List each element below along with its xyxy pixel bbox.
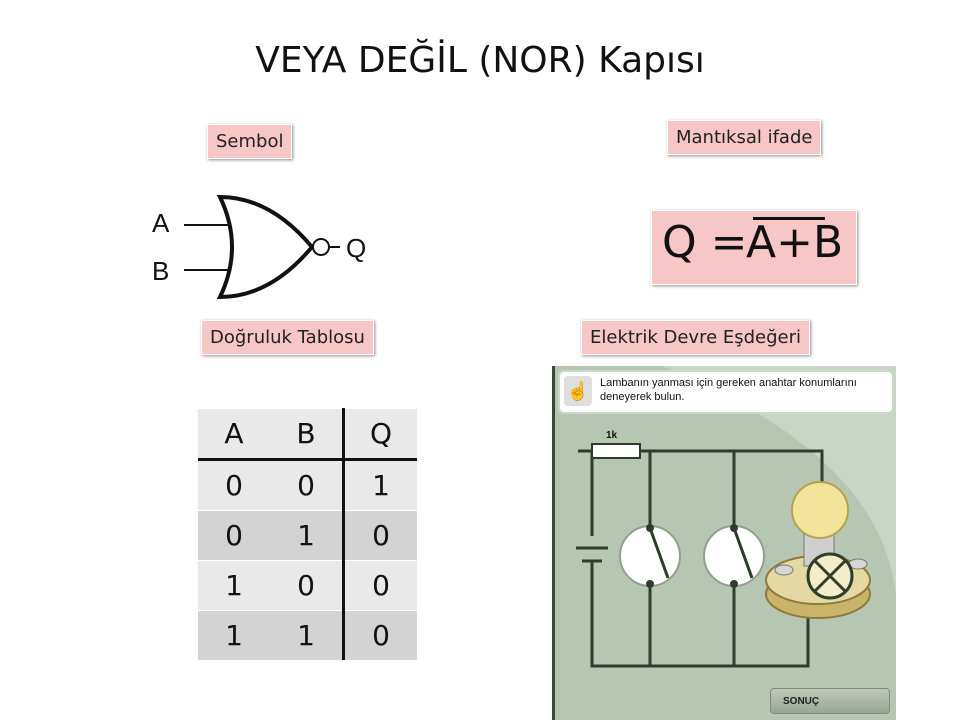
header-q: Q [342,408,417,461]
page-title: VEYA DEĞİL (NOR) Kapısı [255,40,705,81]
cell-b: 1 [270,510,344,561]
instruction-box: ☝ Lambanın yanması için gereken anahtar … [558,370,894,414]
switch-2-contact-bottom [730,580,738,588]
switch-1[interactable] [619,525,681,587]
resistor-label: 1k [606,430,618,441]
switch-1-lever [648,527,670,579]
circuit-label: Elektrik Devre Eşdeğeri [581,320,811,355]
panel-edge [552,366,555,720]
hand-pointer-icon: ☝ [564,376,592,406]
switch-2[interactable] [703,525,765,587]
inversion-bubble [312,238,330,256]
lamp-screw-left [774,564,794,576]
cell-q: 1 [342,459,417,511]
cell-b: 1 [270,610,344,660]
expression-lhs: Q = [662,217,748,268]
table-row: 1 1 0 [198,610,417,660]
gate-output-label: Q [346,233,366,263]
background-curve [662,366,896,596]
symbol-label: Sembol [207,124,293,159]
gate-input-a-label: A [152,208,170,238]
cell-b: 0 [270,459,344,511]
circuit-drawing [552,366,896,720]
header-b: B [270,408,344,461]
cell-a: 1 [198,560,270,611]
gate-body [216,194,315,300]
expression-rhs: A+B [746,217,844,268]
cell-q: 0 [342,560,417,611]
expression-label: Mantıksal ifade [667,120,822,155]
header-a: A [198,408,270,461]
switch-1-contact-bottom [646,580,654,588]
table-row: 0 1 0 [198,510,417,561]
cell-b: 0 [270,560,344,611]
lamp-symbol-cross-2 [813,559,847,593]
expression-box: Q = A+B [651,210,857,285]
result-button[interactable]: SONUÇ [770,688,890,714]
negation-overline [753,217,825,220]
resistor [591,443,641,459]
instruction-text: Lambanın yanması için gereken anahtar ko… [600,377,857,403]
cell-a: 1 [198,610,270,660]
nor-gate-symbol: A B Q [152,194,366,300]
table-row: 1 0 0 [198,560,417,611]
cell-a: 0 [198,459,270,511]
switch-2-lever [732,527,754,579]
gate-input-b-label: B [152,256,169,286]
cell-q: 0 [342,610,417,660]
table-row: 0 0 1 [198,459,417,511]
lamp-bulb [791,481,849,539]
table-header-row: A B Q [198,408,417,461]
truth-table: A B Q 0 0 1 0 1 0 1 0 0 1 1 0 [198,408,417,660]
cell-a: 0 [198,510,270,561]
cell-q: 0 [342,510,417,561]
truth-table-label: Doğruluk Tablosu [201,320,374,355]
circuit-simulation: ☝ Lambanın yanması için gereken anahtar … [552,366,896,720]
